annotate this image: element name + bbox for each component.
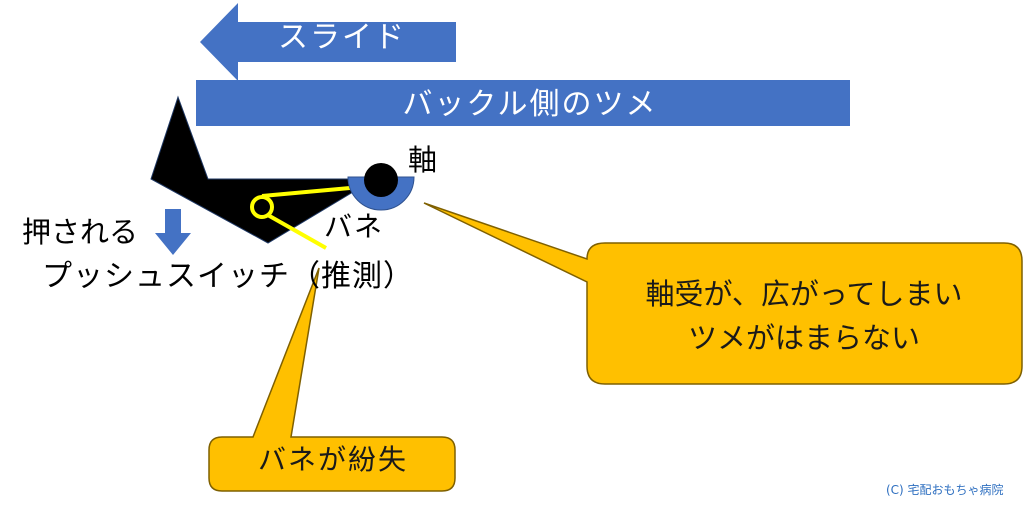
callout-bearing-line1: 軸受が、広がってしまい xyxy=(645,277,963,311)
spring-label: バネ xyxy=(324,210,385,243)
slide-label: スライド xyxy=(278,20,406,55)
callout-bearing-shape xyxy=(423,202,1023,385)
callout-bearing-text: 軸受が、広がってしまい ツメがはまらない xyxy=(590,272,1018,360)
credit-text: (C) 宅配おもちゃ病院 xyxy=(886,483,1004,497)
callout-bearing-line2: ツメがはまらない xyxy=(687,321,920,355)
spring-top-line xyxy=(261,186,351,198)
pressed-label: 押される xyxy=(22,215,139,249)
spring-coil xyxy=(250,195,274,219)
callout-spring-shape xyxy=(208,267,456,492)
slide-arrow xyxy=(200,3,456,81)
push-switch-label: プッシュスイッチ（推測） xyxy=(42,259,414,294)
pressed-arrow xyxy=(155,209,191,255)
axis-ball xyxy=(364,163,398,197)
axis-label: 軸 xyxy=(408,143,438,177)
callout-spring-lost-text: バネが紛失 xyxy=(257,443,408,476)
buckle-claw-label: バックル側のツメ xyxy=(402,87,658,122)
buckle-claw-bar xyxy=(196,80,850,126)
spring-lower-line xyxy=(265,212,327,250)
